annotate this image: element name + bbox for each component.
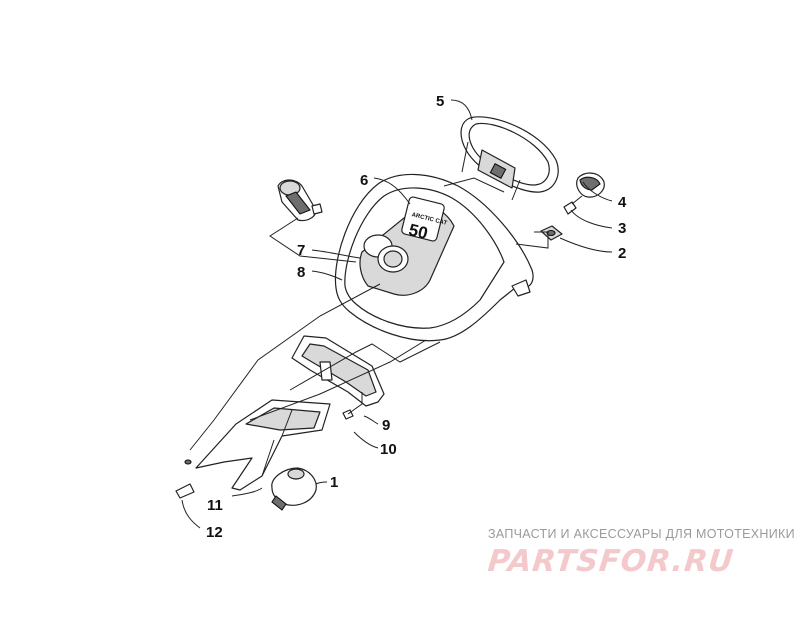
badge-number-text: 50 — [407, 220, 430, 243]
callout-10: 10 — [380, 441, 397, 458]
part-5-speedometer — [460, 116, 559, 201]
part-2-grommet — [540, 225, 563, 241]
part-12-pushpin — [175, 459, 195, 499]
callout-4: 4 — [618, 194, 627, 211]
callout-3: 3 — [618, 220, 626, 237]
part-3-shaft — [563, 195, 583, 215]
part-4-knob — [576, 172, 605, 198]
watermark-logo[interactable]: PARTSFOR.RU — [486, 544, 736, 579]
callout-11: 11 — [207, 497, 223, 514]
callout-leaders — [181, 99, 613, 529]
callout-5: 5 — [436, 93, 444, 110]
callout-8: 8 — [297, 264, 305, 281]
part-8-handlebar-cover: ARCTIC CAT 50 — [334, 173, 534, 342]
part-1-key-switch — [271, 467, 317, 511]
callout-6: 6 — [360, 172, 368, 189]
assembly-guide-lines — [189, 177, 549, 451]
part-switch — [277, 179, 323, 222]
callout-9: 9 — [382, 417, 390, 434]
part-11-mount-plate — [195, 399, 331, 491]
callout-numbers: 5 6 4 3 2 7 8 9 10 1 11 12 — [206, 93, 627, 541]
callout-7: 7 — [297, 242, 305, 259]
callout-12: 12 — [206, 524, 223, 541]
part-9-bracket — [291, 335, 385, 407]
watermark-caption: ЗАПЧАСТИ И АКСЕССУАРЫ ДЛЯ МОТОТЕХНИКИ — [488, 527, 795, 541]
callout-1: 1 — [330, 474, 338, 491]
callout-2: 2 — [618, 245, 626, 262]
